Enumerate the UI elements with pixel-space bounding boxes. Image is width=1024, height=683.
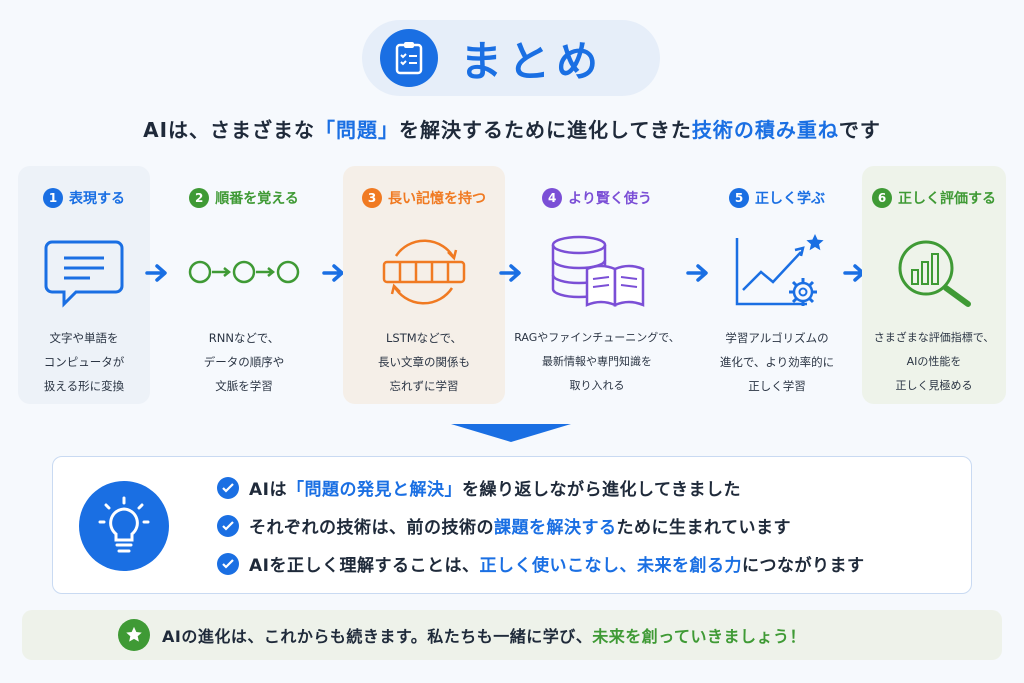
step-number: 6 <box>872 188 892 208</box>
subtitle-highlight: 技術の積み重ね <box>691 118 839 142</box>
step-title: 表現する <box>69 191 125 207</box>
step-title: 正しく評価する <box>898 191 996 207</box>
check-icon <box>217 476 239 499</box>
step-description: 学習アルゴリズムの 進化で、より効率的に 正しく学習 <box>719 331 835 393</box>
step-description: さまざまな評価指標で、 AIの性能を 正しく見極める <box>873 331 995 392</box>
chart-gear-icon <box>712 230 842 314</box>
step-title: 正しく学ぶ <box>755 191 825 207</box>
step-number: 4 <box>542 188 563 208</box>
step-description: 文字や単語を コンピュータが 扱える形に変換 <box>43 331 125 393</box>
step-number: 3 <box>362 188 382 208</box>
step-title: 長い記憶を持つ <box>388 191 486 207</box>
arrow-right-icon <box>686 264 708 282</box>
subtitle-highlight: 「問題」 <box>315 118 400 142</box>
arrow-right-icon <box>145 264 167 282</box>
step-description: RAGやファインチューニングで、 最新情報や専門知識を 取り入れる <box>514 331 680 392</box>
step-card-4: 4 より賢く使う RAGやファインチューニングで、 最新情報や専門知識を 取り入… <box>512 166 682 404</box>
chart-magnifier-icon <box>862 230 1006 314</box>
key-point-1: AIは「問題の発見と解決」を繰り返しながら進化してきました <box>217 475 741 500</box>
closing-message: AIの進化は、これからも続きます。私たちも一緒に学び、未来を創っていきましょう！ <box>22 610 1002 660</box>
page-title: まとめ <box>460 36 605 86</box>
check-icon <box>217 552 239 575</box>
key-points-box: AIは「問題の発見と解決」を繰り返しながら進化してきました それぞれの技術は、前… <box>52 456 972 594</box>
step-number: 2 <box>189 188 210 208</box>
title-banner: まとめ <box>362 20 660 96</box>
down-arrow-icon <box>451 424 571 442</box>
summary-subtitle: AIは、さまざまな「問題」を解決するために進化してきた技術の積み重ねです <box>0 114 1024 143</box>
sequence-nodes-icon <box>178 230 310 314</box>
subtitle-text: です <box>838 118 881 142</box>
step-number: 5 <box>729 188 749 208</box>
arrow-right-icon <box>322 264 344 282</box>
step-title: より賢く使う <box>568 191 652 207</box>
step-description: RNNなどで、 データの順序や 文脈を学習 <box>203 331 285 393</box>
step-number: 1 <box>43 188 63 208</box>
star-icon <box>118 619 150 651</box>
step-card-3: 3 長い記憶を持つ LSTMなどで、 長い文章の関係も 忘れずに学習 <box>343 166 505 404</box>
subtitle-text: AIは、さまざまな <box>143 118 316 142</box>
document-chat-icon <box>18 230 150 314</box>
key-point-2: それぞれの技術は、前の技術の課題を解決するために生まれています <box>217 513 791 538</box>
step-card-5: 5 正しく学ぶ 学習アルゴリズムの 進化で、より効率的に 正しく学習 <box>712 166 842 404</box>
step-title: 順番を覚える <box>215 191 299 207</box>
arrow-right-icon <box>499 264 521 282</box>
step-card-6: 6 正しく評価する さまざまな評価指標で、 AIの性能を 正しく見極める <box>862 166 1006 404</box>
check-icon <box>217 514 239 537</box>
lightbulb-icon <box>79 481 169 571</box>
subtitle-text: を解決するために進化してきた <box>399 118 692 142</box>
clipboard-checklist-icon <box>380 29 438 87</box>
key-point-3: AIを正しく理解することは、正しく使いこなし、未来を創る力につながります <box>217 551 864 576</box>
memory-cycle-icon <box>343 230 505 314</box>
step-card-1: 1 表現する 文字や単語を コンピュータが 扱える形に変換 <box>18 166 150 404</box>
step-description: LSTMなどで、 長い文章の関係も 忘れずに学習 <box>378 331 470 393</box>
step-card-2: 2 順番を覚える RNNなどで、 データの順序や 文脈を学習 <box>178 166 310 404</box>
database-book-icon <box>512 230 682 314</box>
